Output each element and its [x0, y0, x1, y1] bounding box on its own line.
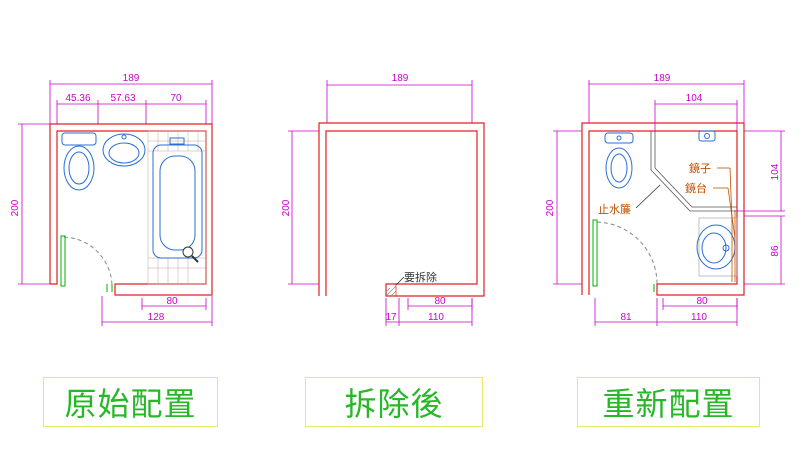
walls-original	[49, 123, 213, 296]
dim-width-basin: 57.63	[110, 93, 135, 104]
walls-demolished	[318, 122, 485, 297]
note-demolish: 要拆除	[404, 270, 437, 284]
dim-bottom-left: 17	[385, 312, 397, 323]
walls-new	[581, 122, 745, 296]
dimensions-original	[18, 80, 213, 326]
dim-height: 200	[281, 199, 292, 216]
dim-width-total: 189	[123, 73, 140, 84]
washbasin-icon	[102, 133, 146, 167]
door-new	[592, 219, 658, 292]
note-mirror: 鏡子	[689, 161, 711, 175]
dim-right-upper: 104	[770, 163, 781, 180]
caption-demolished: 拆除後	[305, 377, 483, 427]
shower-partition	[650, 131, 737, 212]
caption-original: 原始配置	[43, 377, 218, 427]
dim-door-gap: 80	[434, 296, 446, 307]
bathtub-icon	[152, 137, 203, 259]
dim-width-total: 189	[654, 73, 671, 84]
dim-width-total: 189	[392, 73, 409, 84]
leader-curtain	[635, 184, 661, 209]
dim-bottom-total: 128	[148, 312, 165, 323]
drain-icon	[182, 246, 199, 263]
dim-width-toilet: 45.36	[65, 93, 90, 104]
mirror-counter	[713, 167, 736, 282]
panel-original: 189 45.36 57.63 70 200 80 128	[10, 73, 213, 326]
door-original	[60, 235, 113, 292]
dim-height: 200	[545, 199, 556, 216]
dim-door-gap: 80	[166, 296, 178, 307]
dim-right-lower: 86	[770, 245, 781, 257]
note-curtain: 止水簾	[598, 202, 631, 216]
washbasin-icon	[696, 217, 738, 277]
toilet-icon	[61, 132, 97, 191]
toilet-icon	[604, 132, 634, 189]
dim-bottom-right: 110	[691, 312, 707, 323]
dimensions-new	[553, 80, 785, 326]
caption-new: 重新配置	[577, 377, 760, 427]
dim-bottom-left: 81	[620, 312, 632, 323]
note-counter: 鏡台	[685, 181, 707, 195]
demolish-hatch	[385, 283, 397, 297]
dim-height: 200	[10, 199, 21, 216]
panel-new: 鏡子 鏡台 止水簾 189 104 2	[545, 73, 785, 326]
panel-demolished: 要拆除 189 200 80 17 110	[281, 73, 485, 326]
dimensions-demolished	[288, 80, 473, 326]
dim-door-gap: 80	[696, 296, 708, 307]
dim-width-inner: 104	[686, 93, 703, 104]
leader-demolish	[395, 276, 405, 286]
dim-width-tub: 70	[170, 93, 182, 104]
dim-bottom-right: 110	[428, 312, 444, 323]
faucet-icon	[698, 130, 716, 142]
